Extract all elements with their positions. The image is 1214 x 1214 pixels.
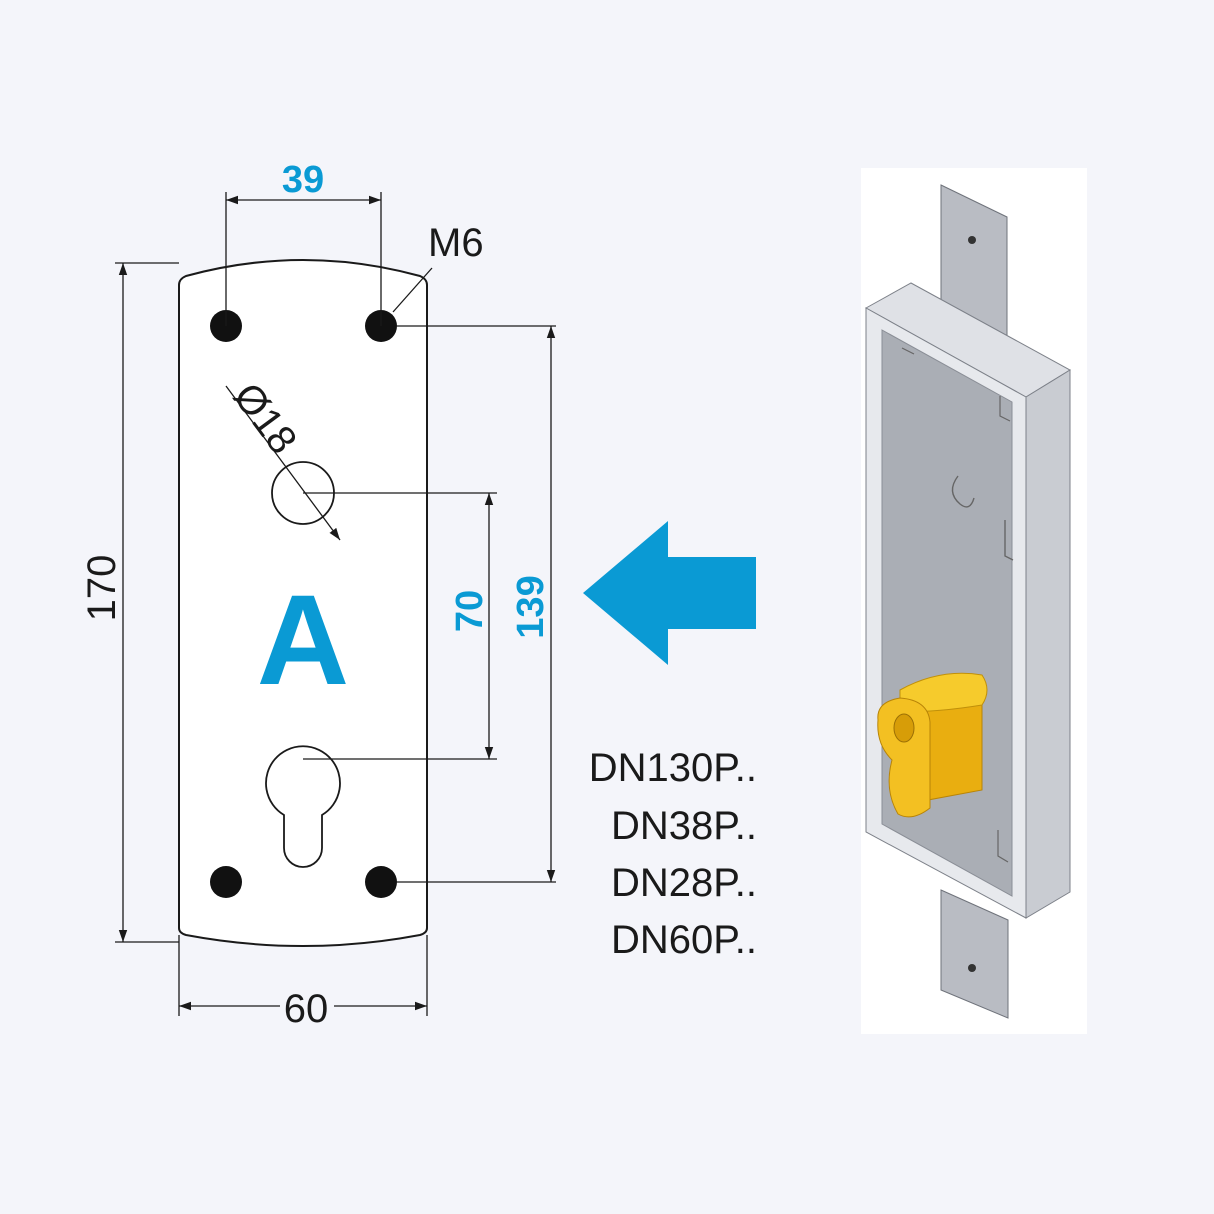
model-list: DN130P.. DN38P.. DN28P.. DN60P.. (589, 746, 757, 962)
plate-outline (178, 259, 428, 947)
mounting-hole (365, 866, 397, 898)
dimension-inner-vertical: 70 (303, 492, 497, 760)
dimension-70-label: 70 (449, 590, 491, 632)
cylinder-top (899, 672, 988, 713)
dimension-60-label: 60 (284, 987, 329, 1031)
bottom-strip (940, 889, 1009, 1019)
dimension-width: 60 (178, 935, 428, 1031)
cylinder-face (877, 697, 931, 818)
recess-detail (901, 347, 1011, 422)
model-item: DN130P.. (589, 746, 757, 790)
recess-detail (997, 830, 1009, 863)
dimension-170-label: 170 (80, 555, 124, 622)
dimension-total-height: 170 (80, 262, 179, 943)
model-item: DN28P.. (611, 861, 757, 905)
strip-hole-bottom (968, 964, 976, 972)
lock-box-side (1025, 369, 1071, 919)
thread-label: M6 (428, 221, 484, 265)
dimension-139-label: 139 (510, 575, 552, 638)
keyway-detail (951, 475, 975, 508)
lock-illustration (861, 168, 1087, 1034)
model-item: DN38P.. (611, 804, 757, 848)
keyhole-cutout (265, 745, 341, 868)
cylinder (877, 672, 988, 818)
dimension-hole-span: 139 (397, 325, 556, 883)
dimension-top-spacing: 39 (225, 159, 382, 326)
model-item: DN60P.. (611, 918, 757, 962)
keyway-detail (1004, 520, 1014, 561)
strip-hole-top (968, 236, 976, 244)
dimension-39-label: 39 (282, 159, 324, 201)
cylinder-keyway (893, 713, 915, 743)
direction-arrow (583, 521, 756, 665)
mounting-hole (210, 866, 242, 898)
thread-callout: M6 (392, 221, 484, 313)
plate-letter: A (257, 569, 349, 712)
